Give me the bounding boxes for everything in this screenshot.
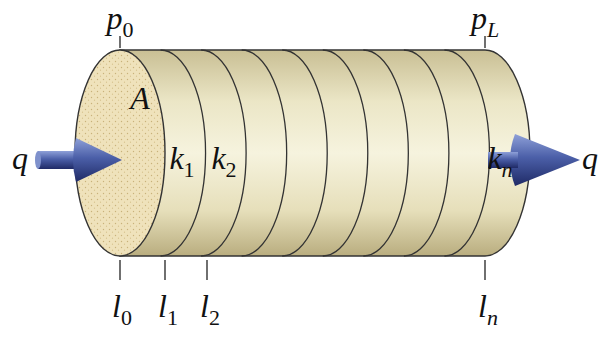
symbol-label: q (12, 142, 28, 174)
symbol-label: k1 (169, 142, 194, 174)
layer-boundary (444, 50, 489, 256)
cylinder-body (120, 50, 530, 256)
layer-boundary (161, 50, 206, 256)
layer-boundary (201, 50, 246, 256)
symbol-label: ln (478, 290, 498, 322)
symbol-label: kn (487, 142, 512, 174)
symbol-label: l1 (158, 290, 178, 322)
symbol-label: k2 (211, 142, 236, 174)
layer-boundary (242, 50, 287, 256)
layer-boundary (404, 50, 449, 256)
symbol-label: q (582, 142, 598, 174)
layer-boundary (363, 50, 408, 256)
symbol-label: pL (471, 2, 499, 34)
symbol-label: A (130, 82, 150, 114)
layer-boundary (323, 50, 368, 256)
symbol-label: l2 (200, 290, 220, 322)
symbol-label: l0 (112, 290, 132, 322)
symbol-label: p0 (107, 2, 134, 34)
layer-boundary (282, 50, 327, 256)
